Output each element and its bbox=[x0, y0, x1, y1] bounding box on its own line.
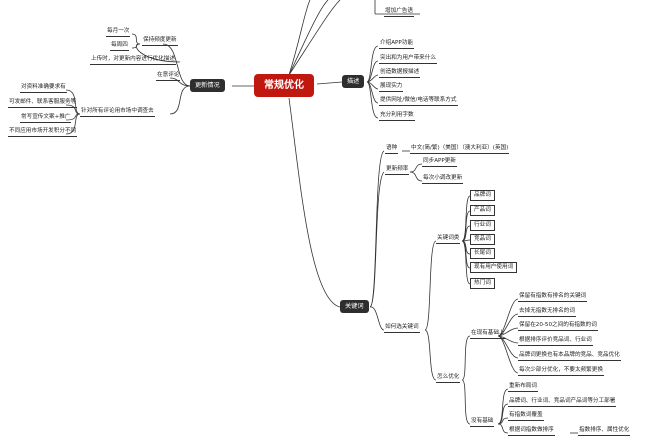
has-base-node[interactable]: 在现有基础上 bbox=[470, 330, 506, 339]
desc-item-6: 充分利用字数 bbox=[379, 112, 415, 121]
optimize-node[interactable]: 怎么优化 bbox=[436, 374, 461, 383]
keep-item-2: 每周四 bbox=[110, 42, 129, 51]
has-base-item-6: 每次少部分优化，不要太频繁更换 bbox=[518, 367, 604, 376]
type-item-6: 现有用户使用词 bbox=[470, 262, 518, 273]
select-node[interactable]: 如何选关键词 bbox=[384, 324, 420, 333]
desc-item-2: 突出和为用户带来什么 bbox=[379, 55, 437, 64]
desc-item-3: 创造数据报描述 bbox=[379, 69, 421, 78]
keep-note: 上传时，对更新内容进行优化描述 bbox=[90, 56, 176, 65]
type-item-3: 行业词 bbox=[470, 220, 495, 231]
type-item-5: 长尾词 bbox=[470, 248, 495, 259]
no-base-item-1: 重新布局词 bbox=[508, 383, 538, 392]
type-item-1: 品牌词 bbox=[470, 190, 495, 201]
reply-item-2: 可发邮件、联系客服服务等 bbox=[8, 99, 78, 108]
lang-node[interactable]: 语种 bbox=[385, 145, 399, 154]
desc-item-1: 介绍APP功能 bbox=[379, 40, 414, 49]
has-base-item-3: 保留在20-50之间的有指数的词 bbox=[518, 322, 598, 331]
has-base-item-1: 保留有指数有排名的关键词 bbox=[518, 293, 588, 302]
keywords-branch[interactable]: 关键词 bbox=[340, 300, 369, 313]
freq-item-1: 同步APP更新 bbox=[422, 158, 457, 167]
keep-item-1: 每月一次 bbox=[106, 28, 131, 37]
keep-update-node[interactable]: 保持频度更新 bbox=[142, 37, 178, 46]
reply-item-4: 不同应用市场开发积分不同 bbox=[8, 128, 78, 137]
has-base-item-2: 去掉无指数无排名的词 bbox=[518, 308, 576, 317]
reply-item-3: 常写宣传文案+推广 bbox=[20, 114, 72, 123]
reply-node[interactable]: 针对所有评论用市场中调查去 bbox=[80, 108, 155, 117]
desc-top-item: 增加广告语 bbox=[384, 8, 414, 17]
desc-item-4: 展现实力 bbox=[379, 83, 404, 92]
freq-item-2: 每次小调改更新 bbox=[422, 175, 464, 184]
update-freq-node[interactable]: 更新频率 bbox=[385, 166, 410, 175]
no-base-item-4: 根据词指数做排序 bbox=[508, 427, 555, 436]
desc-item-5: 提供网址/微信/电话等联系方式 bbox=[379, 97, 458, 106]
no-base-item-3: 有指数词覆盖 bbox=[508, 412, 544, 421]
no-base-item-2: 品牌词、行业词、竞品词产品词等分工部署 bbox=[508, 398, 617, 407]
type-item-4: 竞品词 bbox=[470, 234, 495, 245]
type-item-2: 产品词 bbox=[470, 205, 495, 216]
review-node[interactable]: 在意评论 bbox=[156, 72, 181, 81]
reply-item-1: 对资料准确要求有 bbox=[20, 84, 67, 93]
lang-value: 中文(简/繁)（美国）（澳大利亚）(英国) bbox=[410, 145, 510, 154]
no-base-node[interactable]: 没有基础 bbox=[470, 418, 495, 427]
root-node[interactable]: 常规优化 bbox=[254, 74, 314, 97]
no-base-item-5: 指数排序、属性优化 bbox=[578, 427, 631, 436]
has-base-item-4: 根据排序评价竞品词、行业词 bbox=[518, 337, 593, 346]
has-base-item-5: 品牌词更换也有本品牌的竞品、竞品优化 bbox=[518, 352, 621, 361]
types-node[interactable]: 关键词类 bbox=[436, 235, 461, 244]
type-item-7: 热门词 bbox=[470, 278, 495, 289]
desc-branch[interactable]: 描述 bbox=[342, 75, 365, 88]
update-branch[interactable]: 更新情况 bbox=[190, 79, 225, 92]
